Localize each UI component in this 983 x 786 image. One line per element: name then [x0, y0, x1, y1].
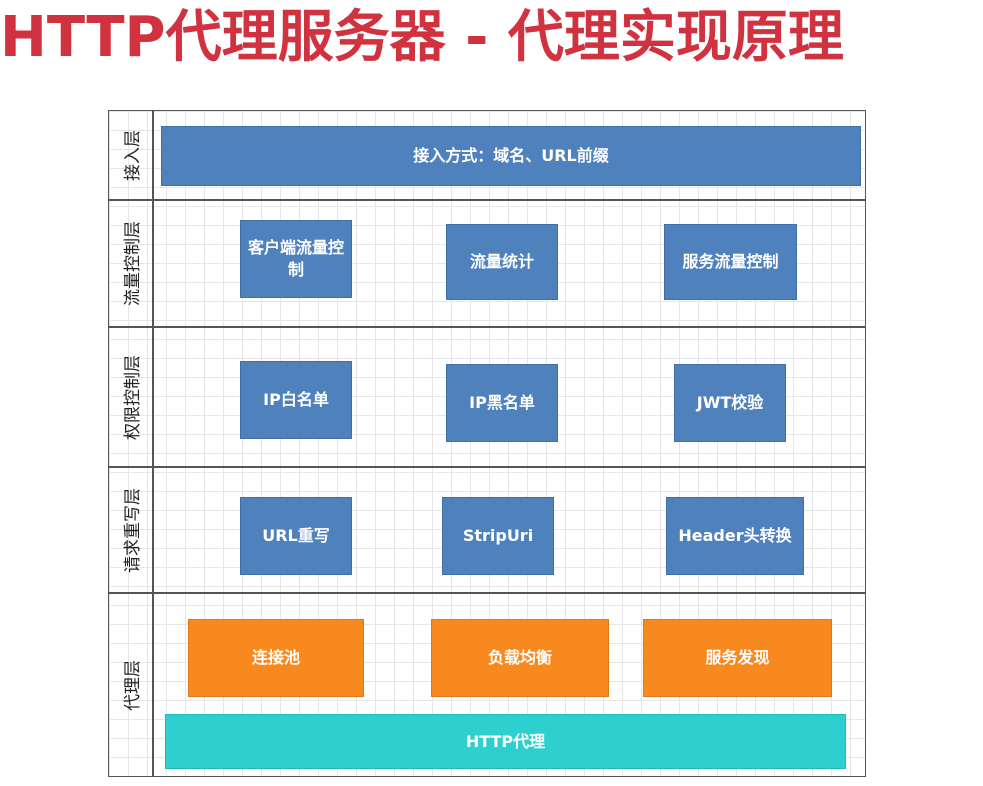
ip-whitelist-box: IP白名单 — [240, 361, 352, 439]
page-title: HTTP代理服务器 - 代理实现原理 — [0, 5, 844, 70]
layer-label-access: 接入层 — [122, 129, 143, 181]
jwt-validation-box: JWT校验 — [674, 364, 786, 442]
url-rewrite-box: URL重写 — [240, 497, 352, 575]
http-proxy-box: HTTP代理 — [165, 714, 846, 769]
layer-label-permission-control: 权限控制层 — [122, 354, 143, 440]
layer-divider — [108, 326, 866, 328]
flow-statistics-box: 流量统计 — [446, 224, 558, 300]
layer-label-proxy: 代理层 — [122, 659, 143, 711]
layer-label-request-rewrite: 请求重写层 — [122, 487, 143, 573]
layer-divider — [108, 466, 866, 468]
layer-divider — [108, 592, 866, 594]
label-column-divider — [152, 110, 154, 777]
header-transform-box: Header头转换 — [666, 497, 804, 575]
strip-uri-box: StripUri — [442, 497, 554, 575]
layer-label-flow-control: 流量控制层 — [122, 221, 143, 306]
client-flow-control-box: 客户端流量控制 — [240, 220, 352, 298]
load-balance-box: 负载均衡 — [431, 619, 609, 697]
service-discovery-box: 服务发现 — [643, 619, 832, 697]
ip-blacklist-box: IP黑名单 — [446, 364, 558, 442]
connection-pool-box: 连接池 — [188, 619, 364, 697]
access-method-box: 接入方式：域名、URL前缀 — [161, 126, 861, 186]
service-flow-control-box: 服务流量控制 — [664, 224, 797, 300]
layer-divider — [108, 199, 866, 201]
